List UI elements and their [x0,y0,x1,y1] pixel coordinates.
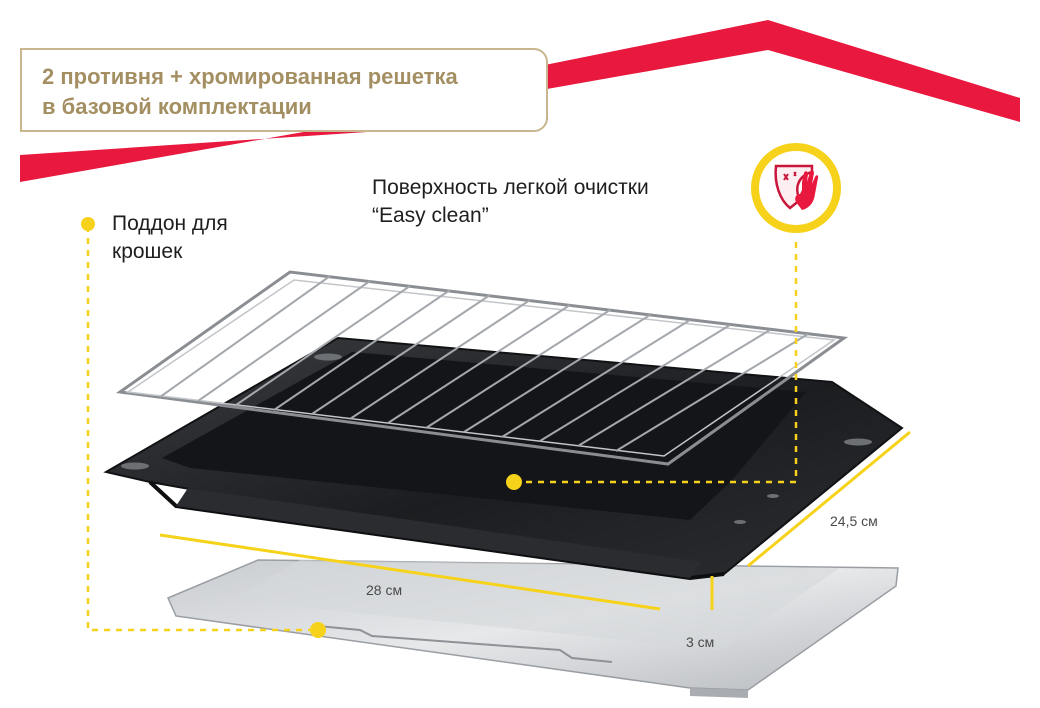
dimension-width-label: 28 см [366,582,403,598]
baking-pan [103,336,904,581]
easy-clean-label-line-1: Поверхность легкой очистки [372,176,649,199]
callout-lines [86,226,798,632]
wiping-glove-icon [750,142,842,234]
crumb-tray-label: Поддон для крошек [112,210,228,266]
dimension-lines [159,430,911,611]
crumb-tray-label-line-2: крошек [112,240,183,263]
crumb-tray [167,559,899,698]
wire-rack [116,270,849,466]
crumb-tray-marker-dot [81,217,95,231]
crumb-tray-label-line-1: Поддон для [112,212,228,235]
easy-clean-label-line-2: “Easy clean” [372,204,489,227]
dimension-height-label: 3 см [686,634,715,650]
crumb-tray-target-dot [310,622,326,638]
easy-clean-label: Поверхность легкой очистки “Easy clean” [372,174,649,230]
promo-banner: 2 противня + хромированная решетка в баз… [20,48,548,132]
dimension-depth-label: 24,5 см [830,513,878,529]
banner-line-2: в базовой комплектации [42,94,312,119]
banner-line-1: 2 противня + хромированная решетка [42,64,458,89]
pan-surface-target-dot [506,474,522,490]
